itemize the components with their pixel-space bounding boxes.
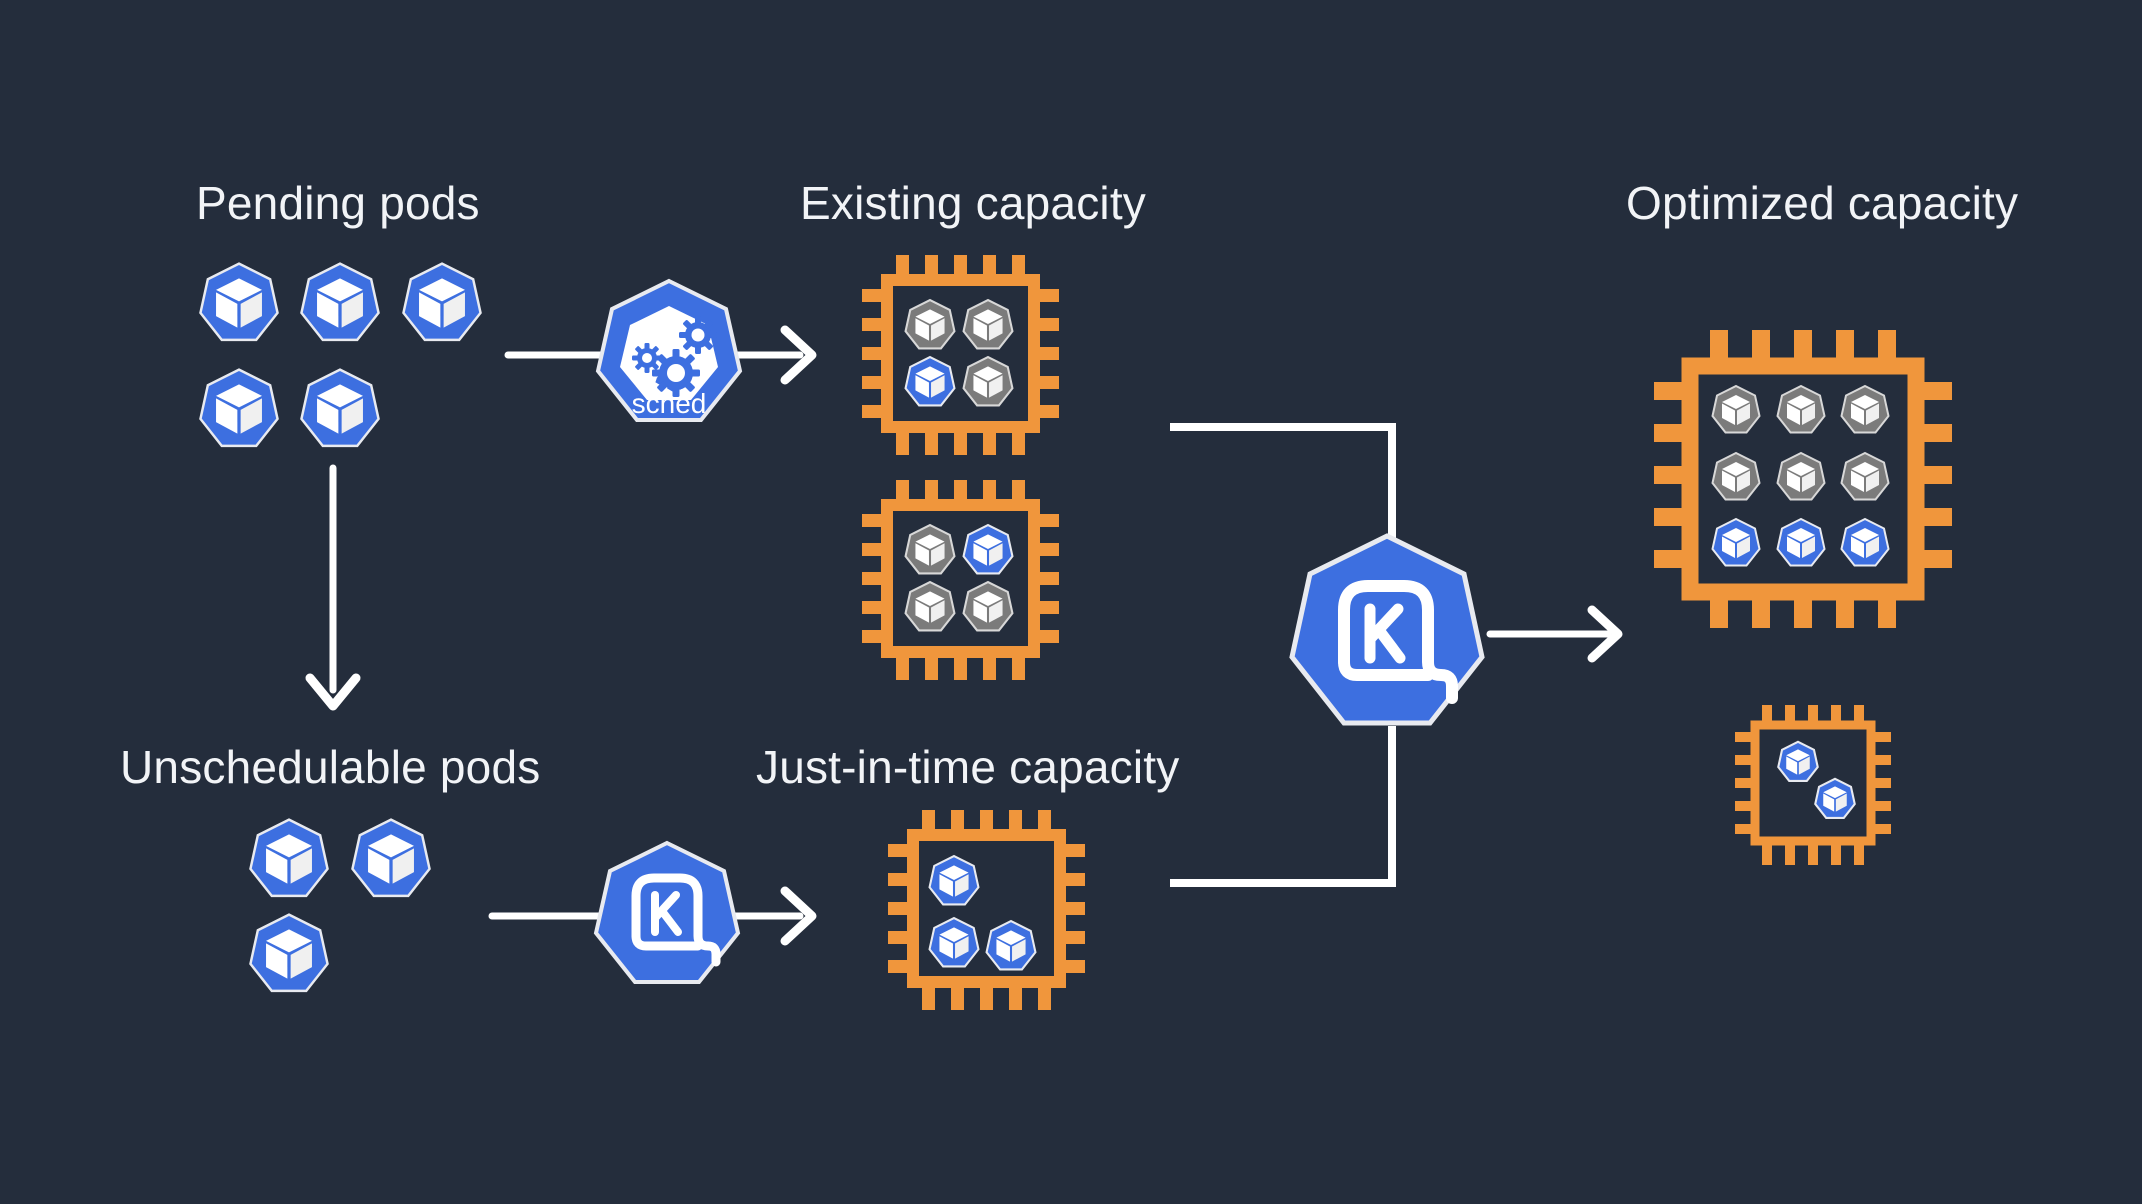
group-unschedulable-pods xyxy=(249,818,431,993)
label-pending-pods: Pending pods xyxy=(196,177,480,229)
label-unschedulable-pods: Unschedulable pods xyxy=(120,741,541,793)
pod-icon xyxy=(199,262,279,342)
karpenter-icon-center xyxy=(1289,533,1485,726)
chip-existing-capacity-node-1 xyxy=(862,255,1059,455)
group-pending-pods xyxy=(199,262,482,448)
pod-icon xyxy=(249,913,329,993)
pod-icon xyxy=(1776,517,1826,567)
pod-icon xyxy=(1711,517,1761,567)
chip-optimized-capacity-node-small xyxy=(1735,705,1891,865)
pod-icon xyxy=(904,298,956,350)
pod-icon xyxy=(1776,384,1826,434)
pod-icon xyxy=(962,580,1014,632)
label-existing-capacity: Existing capacity xyxy=(800,177,1146,229)
pod-icon xyxy=(904,580,956,632)
pod-icon xyxy=(904,355,956,407)
pod-icon xyxy=(1840,517,1890,567)
pod-icon xyxy=(904,523,956,575)
chip-optimized-capacity-node-large xyxy=(1654,330,1952,628)
pod-icon xyxy=(1840,384,1890,434)
pod-icon xyxy=(300,262,380,342)
pod-icon xyxy=(249,818,329,898)
pod-icon xyxy=(1814,777,1856,819)
pod-icon xyxy=(1777,740,1819,782)
pod-icon xyxy=(402,262,482,342)
pod-icon xyxy=(351,818,431,898)
pod-icon xyxy=(928,916,980,968)
pod-icon xyxy=(962,298,1014,350)
pending-to-unschedulable-arrow xyxy=(305,464,361,711)
pod-icon xyxy=(199,368,279,448)
karpenter-to-optimized-arrow xyxy=(1486,605,1623,663)
label-optimized-capacity: Optimized capacity xyxy=(1626,177,2019,229)
pod-icon xyxy=(300,368,380,448)
pod-icon xyxy=(1711,384,1761,434)
capacity-merge-bracket xyxy=(1170,423,1396,887)
kubernetes-scheduler-icon xyxy=(595,278,743,422)
pod-icon xyxy=(962,355,1014,407)
label-just-in-time-capacity: Just-in-time capacity xyxy=(756,741,1180,793)
karpenter-icon-bottom xyxy=(593,840,741,984)
pod-icon xyxy=(928,854,980,906)
chip-just-in-time-capacity-node xyxy=(888,810,1085,1010)
pod-icon xyxy=(985,919,1037,971)
scheduler-caption: sched xyxy=(632,388,707,419)
pod-icon xyxy=(962,523,1014,575)
pod-icon xyxy=(1776,451,1826,501)
pod-icon xyxy=(1840,451,1890,501)
pod-icon xyxy=(1711,451,1761,501)
chip-existing-capacity-node-2 xyxy=(862,480,1059,680)
